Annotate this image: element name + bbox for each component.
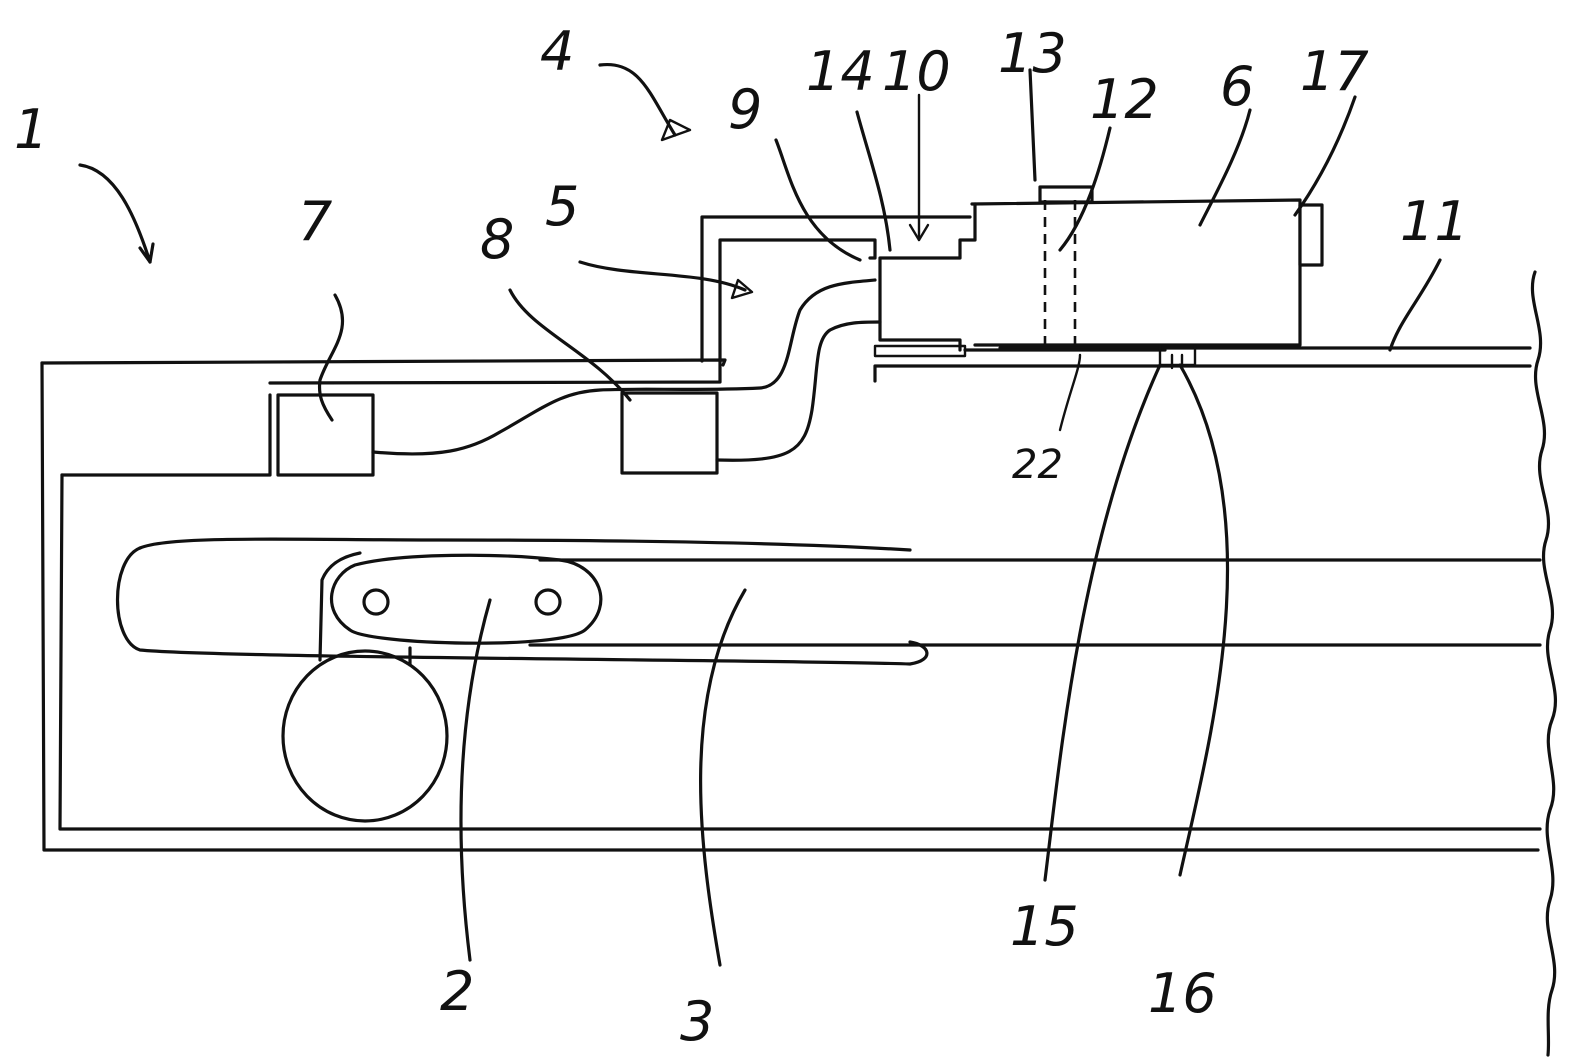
label-15: 15 <box>1010 895 1079 958</box>
label-7: 7 <box>298 190 332 253</box>
channel-5 <box>270 217 970 383</box>
box-8 <box>622 393 717 473</box>
label-9: 9 <box>728 78 762 141</box>
label-11: 11 <box>1400 190 1469 253</box>
label-1: 1 <box>14 98 48 161</box>
label-22: 22 <box>1012 442 1063 488</box>
label-8: 8 <box>480 208 514 271</box>
label-5: 5 <box>545 175 579 238</box>
housing-outer <box>42 348 1540 850</box>
label-6: 6 <box>1220 55 1254 118</box>
label-12: 12 <box>1090 68 1159 131</box>
part-13 <box>1040 187 1092 202</box>
link-2 <box>320 553 601 665</box>
roller <box>283 651 447 821</box>
label-13: 13 <box>998 22 1067 85</box>
label-3: 3 <box>680 990 714 1053</box>
block-6 <box>875 187 1322 368</box>
label-10: 10 <box>882 40 951 103</box>
label-4: 4 <box>540 20 574 83</box>
part-17 <box>1300 205 1322 265</box>
label-16: 16 <box>1148 962 1217 1025</box>
label-14: 14 <box>806 40 875 103</box>
wires <box>373 280 880 460</box>
reference-labels: 1 4 5 7 8 9 14 10 13 12 6 17 11 22 15 16… <box>14 20 1469 1053</box>
break-line <box>1532 272 1555 1055</box>
label-2: 2 <box>440 960 474 1023</box>
label-17: 17 <box>1300 40 1369 103</box>
